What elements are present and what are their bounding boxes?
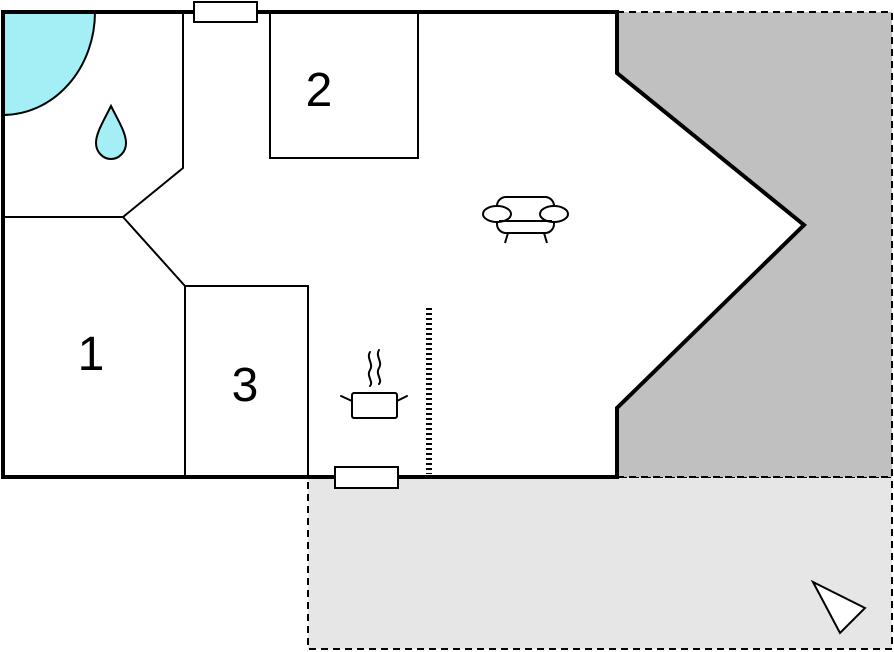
water-drop-icon [94, 103, 128, 161]
room-label-3: 3 [232, 359, 259, 412]
window-top [193, 1, 258, 23]
room-label-2: 2 [306, 64, 333, 117]
cooking-pot-icon [340, 349, 408, 419]
house-floor [3, 12, 804, 477]
room-label-1: 1 [78, 328, 105, 381]
terrace-covered-outline [617, 11, 893, 478]
north-arrow-icon [810, 579, 867, 635]
interior-walls [3, 12, 419, 477]
outer-walls [1, 10, 808, 479]
shower-area [2, 11, 97, 117]
window-bottom [334, 466, 399, 489]
terrace-open-area [307, 476, 893, 650]
sofa-icon [482, 196, 569, 244]
